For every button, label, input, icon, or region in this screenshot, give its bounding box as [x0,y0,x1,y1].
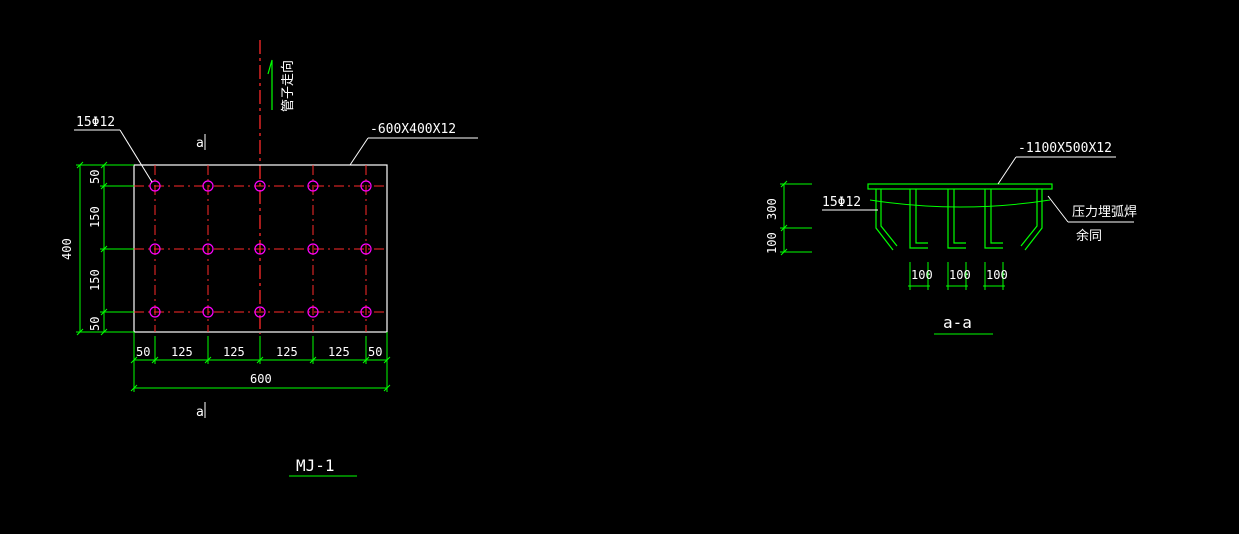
anchor-bar-circle [254,180,266,192]
section-mark-bottom: a [196,405,204,420]
section-anchor-leader: 15Φ12 [822,195,878,211]
pipe-direction-arrow [267,59,273,110]
section-bottom-dim-2: 100 [949,268,971,282]
bottom-dim-1: 50 [136,345,150,359]
anchor-bar-circle [254,306,266,318]
anchor-bar-circle [307,306,319,318]
anchor-bar-circle [307,243,319,255]
bottom-dim-4: 125 [276,345,298,359]
anchor-label: 15Φ12 [76,115,115,130]
left-dim-1: 50 [88,170,102,184]
anchor-bar-circle [202,306,214,318]
anchor-bar-circle [202,243,214,255]
weld-note-line1: 压力埋弧焊 [1072,204,1137,220]
plate-leader: -600X400X12 [349,122,478,166]
left-dimension-chain [76,161,134,336]
anchor-bar-circle [149,306,161,318]
anchor-bar-circle [360,180,372,192]
section-plate-label: -1100X500X12 [1018,141,1112,156]
section-view: -1100X500X12 15Φ12 压力埋弧焊 余同 300 100 [765,141,1137,335]
anchor-bar-circle [360,306,372,318]
section-anchor-bars [875,189,1043,251]
anchor-bars [149,180,372,318]
plan-title: MJ-1 [296,456,335,475]
anchor-leader: 15Φ12 [74,115,153,183]
plan-view: 管子走向 [60,40,478,477]
anchor-bar-circle [254,243,266,255]
section-title: a-a [943,313,972,332]
bottom-dim-5: 125 [328,345,350,359]
section-bottom-dims [908,262,1005,290]
left-dim-3: 150 [88,269,102,291]
anchor-grid-lines [134,165,387,332]
weld-note-line2: 余同 [1076,228,1102,244]
section-bottom-dim-1: 100 [911,268,933,282]
left-dim-total: 400 [60,238,74,260]
section-bottom-dim-3: 100 [986,268,1008,282]
anchor-bar-circle [202,180,214,192]
anchor-bar-circle [360,243,372,255]
bottom-dim-3: 125 [223,345,245,359]
plate-label: -600X400X12 [370,122,456,137]
bottom-dim-total: 600 [250,372,272,386]
left-dim-2: 150 [88,206,102,228]
section-anchor-label: 15Φ12 [822,195,861,210]
anchor-bar-circle [149,243,161,255]
section-mark-top: a [196,136,204,151]
left-dim-4: 50 [88,317,102,331]
anchor-bar-circle [149,180,161,192]
section-plate-leader: -1100X500X12 [997,141,1116,185]
weld-bead-line [869,199,1051,208]
section-left-dims [780,180,812,256]
section-left-dim-2: 100 [765,232,779,254]
bottom-dim-6: 50 [368,345,382,359]
anchor-bar-circle [307,180,319,192]
section-plate [867,183,1053,190]
weld-note-leader: 压力埋弧焊 余同 [1047,195,1137,244]
bottom-dimension-chain [130,332,391,392]
pipe-direction-label: 管子走向 [280,60,296,112]
bottom-dim-2: 125 [171,345,193,359]
section-left-dim-1: 300 [765,198,779,220]
